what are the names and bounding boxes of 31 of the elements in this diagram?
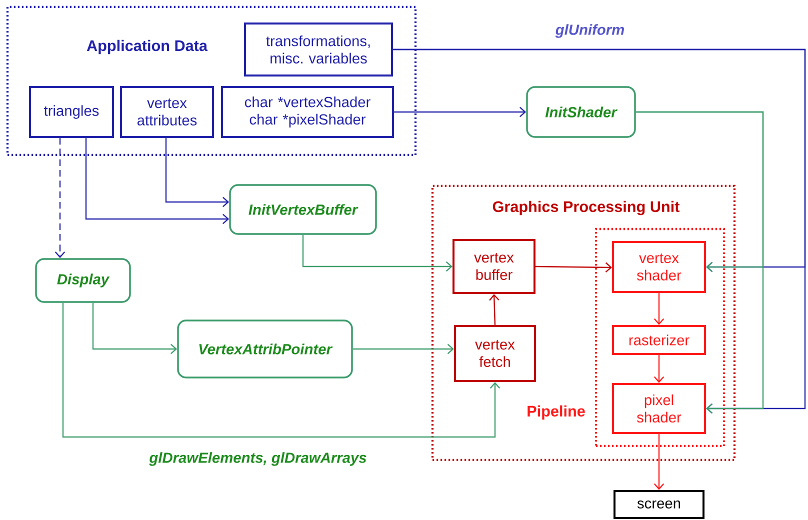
function-box: VertexAttribPointer — [177, 320, 353, 378]
arrow — [489, 294, 500, 326]
function-box: InitVertexBuffer — [229, 184, 377, 235]
dashed-arrow — [54, 138, 66, 258]
arrow — [165, 138, 230, 208]
data-box: transformations, misc. variables — [244, 22, 393, 76]
arrow — [352, 344, 454, 354]
arrow — [654, 355, 664, 383]
stage-box: pixel shader — [612, 383, 706, 434]
arrow — [654, 293, 664, 325]
arrow — [636, 111, 764, 414]
data-box: char *vertexShader char *pixelShader — [221, 86, 394, 138]
arrow — [394, 106, 526, 118]
stage-box: vertex buffer — [452, 239, 536, 294]
stage-box: vertex fetch — [454, 325, 536, 382]
arrow — [85, 138, 230, 224]
stage-box: vertex shader — [612, 241, 706, 293]
edge-label: glDrawElements, glDrawArrays — [148, 450, 368, 468]
function-box: Display — [35, 258, 131, 303]
arrow — [302, 234, 452, 272]
arrow — [654, 434, 664, 490]
stage-box: rasterizer — [612, 325, 706, 355]
data-box: triangles — [29, 86, 114, 138]
function-box: InitShader — [526, 86, 636, 138]
output-box: screen — [614, 490, 704, 519]
node-label: Pipeline — [528, 405, 585, 420]
arrow — [92, 302, 178, 354]
arrow — [62, 302, 500, 438]
arrow — [536, 262, 612, 273]
data-box: vertex attributes — [120, 86, 214, 138]
edge-label: glUniform — [554, 22, 626, 40]
